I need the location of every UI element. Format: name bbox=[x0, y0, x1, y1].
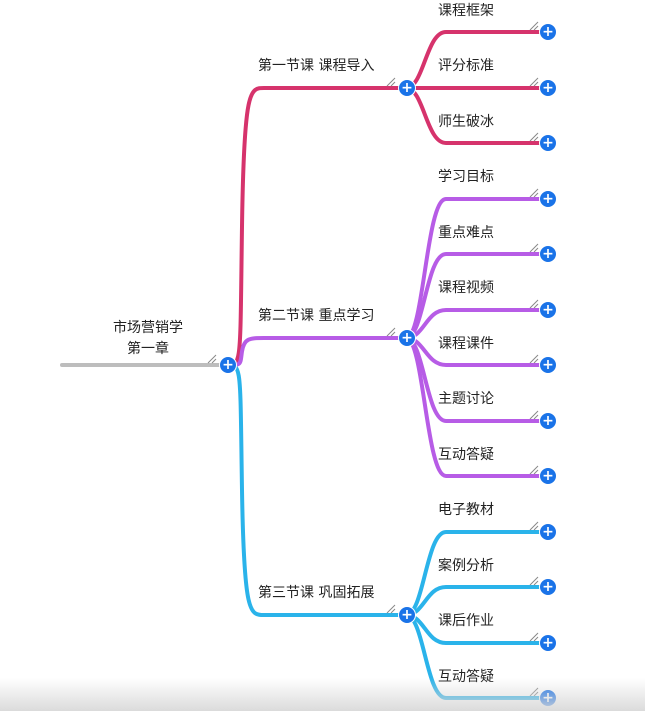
leaf-connector bbox=[404, 308, 550, 340]
leaf-connector bbox=[404, 197, 550, 340]
root-title: 市场营销学 bbox=[113, 320, 183, 336]
branch-3-expand-plus-icon[interactable]: + bbox=[398, 606, 416, 624]
branch-connector bbox=[225, 363, 408, 617]
resize-handle-icon[interactable] bbox=[529, 21, 539, 31]
leaf-topic[interactable]: 课程框架 bbox=[438, 3, 494, 19]
branch-topic-3[interactable]: 第三节课 巩固拓展 bbox=[258, 585, 375, 601]
leaf-expand-plus-icon[interactable]: + bbox=[539, 134, 557, 152]
branch-2-expand-plus-icon[interactable]: + bbox=[398, 329, 416, 347]
leaf-expand-plus-icon[interactable]: + bbox=[539, 23, 557, 41]
leaf-expand-plus-icon[interactable]: + bbox=[539, 467, 557, 485]
branch-connector bbox=[225, 86, 408, 367]
resize-handle-icon[interactable] bbox=[386, 604, 396, 614]
leaf-expand-plus-icon[interactable]: + bbox=[539, 301, 557, 319]
resize-handle-icon[interactable] bbox=[529, 632, 539, 642]
leaf-topic[interactable]: 课程课件 bbox=[438, 336, 494, 352]
branch-1-expand-plus-icon[interactable]: + bbox=[398, 79, 416, 97]
leaf-expand-plus-icon[interactable]: + bbox=[539, 79, 557, 97]
leaf-topic[interactable]: 主题讨论 bbox=[438, 391, 494, 407]
leaf-topic[interactable]: 师生破冰 bbox=[438, 114, 494, 130]
leaf-expand-plus-icon[interactable]: + bbox=[539, 356, 557, 374]
leaf-topic[interactable]: 课程视频 bbox=[438, 280, 494, 296]
leaf-expand-plus-icon[interactable]: + bbox=[539, 523, 557, 541]
resize-handle-icon[interactable] bbox=[207, 354, 217, 364]
leaf-expand-plus-icon[interactable]: + bbox=[539, 634, 557, 652]
resize-handle-icon[interactable] bbox=[386, 77, 396, 87]
leaf-expand-plus-icon[interactable]: + bbox=[539, 245, 557, 263]
resize-handle-icon[interactable] bbox=[529, 354, 539, 364]
resize-handle-icon[interactable] bbox=[529, 188, 539, 198]
resize-handle-icon[interactable] bbox=[529, 243, 539, 253]
root-subtitle: 第一章 bbox=[127, 341, 169, 357]
resize-handle-icon[interactable] bbox=[529, 465, 539, 475]
resize-handle-icon[interactable] bbox=[529, 410, 539, 420]
branch-topic-1[interactable]: 第一节课 课程导入 bbox=[258, 58, 375, 74]
resize-handle-icon[interactable] bbox=[529, 576, 539, 586]
leaf-connector bbox=[404, 585, 550, 617]
leaf-topic[interactable]: 重点难点 bbox=[438, 225, 494, 241]
leaf-expand-plus-icon[interactable]: + bbox=[539, 190, 557, 208]
root-topic[interactable]: 市场营销学 第一章 bbox=[88, 318, 208, 360]
resize-handle-icon[interactable] bbox=[529, 521, 539, 531]
leaf-topic[interactable]: 课后作业 bbox=[438, 613, 494, 629]
bottom-scroll-fade bbox=[0, 678, 645, 711]
leaf-topic[interactable]: 学习目标 bbox=[438, 169, 494, 185]
leaf-expand-plus-icon[interactable]: + bbox=[539, 578, 557, 596]
root-expand-plus-icon[interactable]: + bbox=[219, 356, 237, 374]
leaf-topic[interactable]: 评分标准 bbox=[438, 58, 494, 74]
branch-connector bbox=[225, 336, 408, 367]
branch-topic-2[interactable]: 第二节课 重点学习 bbox=[258, 308, 375, 324]
resize-handle-icon[interactable] bbox=[529, 299, 539, 309]
leaf-topic[interactable]: 互动答疑 bbox=[438, 447, 494, 463]
resize-handle-icon[interactable] bbox=[529, 132, 539, 142]
leaf-topic[interactable]: 案例分析 bbox=[438, 558, 494, 574]
leaf-expand-plus-icon[interactable]: + bbox=[539, 412, 557, 430]
leaf-topic[interactable]: 电子教材 bbox=[438, 502, 494, 518]
resize-handle-icon[interactable] bbox=[386, 327, 396, 337]
resize-handle-icon[interactable] bbox=[529, 77, 539, 87]
